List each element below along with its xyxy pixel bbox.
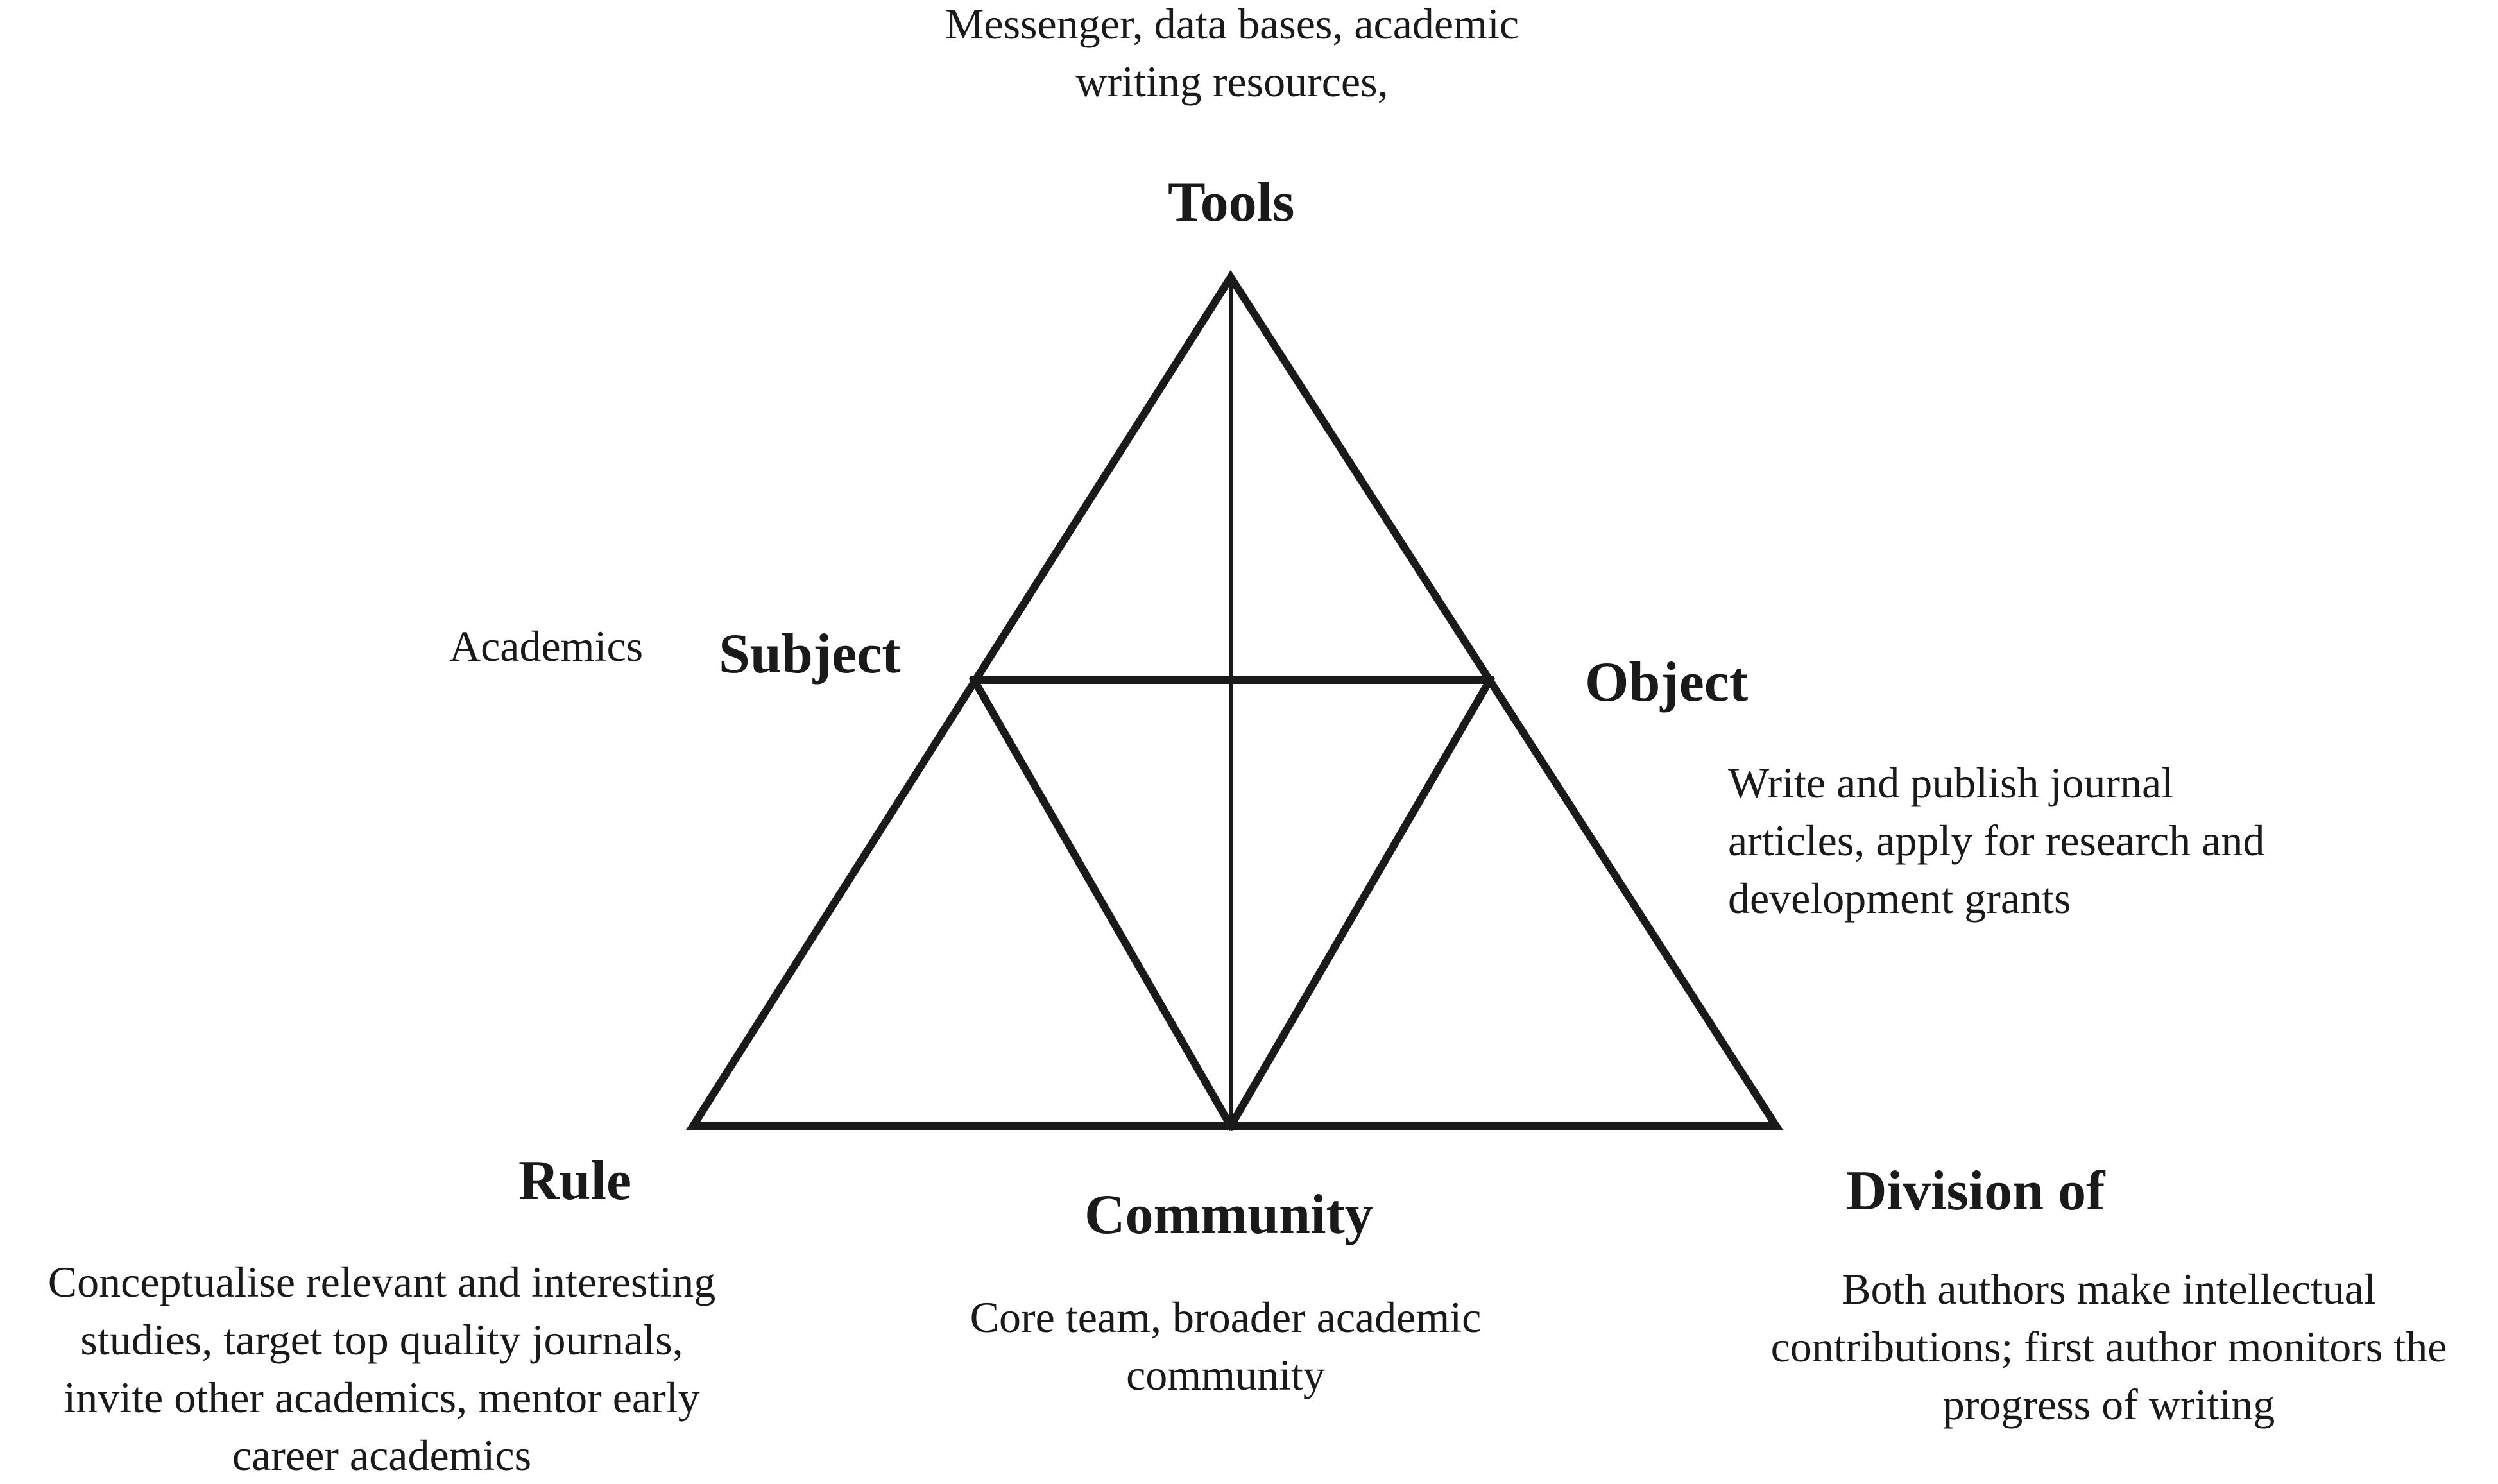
- object-description-line: development grants: [1728, 874, 2071, 923]
- rule-description-line: invite other academics, mentor early: [64, 1373, 700, 1422]
- rule-description-line: career academics: [232, 1431, 532, 1480]
- tools-description: Messenger, data bases, academic writing …: [789, 0, 1675, 110]
- object-description-line: articles, apply for research and: [1728, 816, 2265, 865]
- subject-community-line: [968, 674, 1236, 1132]
- rule-label: Rule: [518, 1150, 631, 1212]
- object-community-line: [1225, 674, 1496, 1132]
- tools-description-line: writing resources,: [1075, 57, 1389, 106]
- community-description-line: Core team, broader academic: [970, 1293, 1482, 1342]
- subject-label: Subject: [719, 623, 901, 685]
- division-of-description: Both authors make intellectual contribut…: [1720, 1260, 2498, 1433]
- rule-description-line: studies, target top quality journals,: [80, 1315, 683, 1364]
- community-description: Core team, broader academic community: [905, 1288, 1546, 1404]
- object-description: Write and publish journal articles, appl…: [1728, 754, 2264, 927]
- object-description-line: Write and publish journal: [1728, 758, 2174, 807]
- community-label: Community: [1084, 1184, 1373, 1246]
- rule-description-line: Conceptualise relevant and interesting: [47, 1258, 716, 1306]
- tools-label: Tools: [1168, 171, 1295, 234]
- division-of-label: Division of: [1846, 1160, 2105, 1222]
- division-of-description-line: progress of writing: [1942, 1380, 2275, 1429]
- division-of-description-line: contributions; first author monitors the: [1770, 1322, 2447, 1371]
- subject-description-line: Academics: [449, 622, 644, 670]
- subject-description: Academics: [449, 617, 643, 675]
- community-description-line: community: [1126, 1351, 1325, 1399]
- tools-description-line: Messenger, data bases, academic: [945, 0, 1519, 48]
- division-of-description-line: Both authors make intellectual: [1842, 1265, 2376, 1313]
- rule-description: Conceptualise relevant and interesting s…: [0, 1253, 764, 1484]
- object-label: Object: [1585, 651, 1749, 713]
